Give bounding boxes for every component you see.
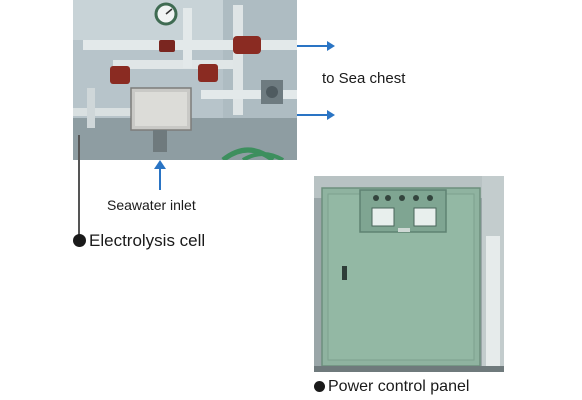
sea-chest-label: to Sea chest: [322, 70, 406, 87]
power-control-panel-label: Power control panel: [314, 378, 469, 396]
bullet-icon: [314, 381, 325, 392]
panel-photo: [314, 176, 504, 372]
seawater-piping-photo: [73, 0, 297, 160]
electrolysis-cell-text: Electrolysis cell: [89, 231, 206, 250]
inlet-arrow: [154, 160, 166, 190]
piping-photo: [73, 0, 297, 160]
cell-leader-line: [78, 135, 80, 237]
outlet-arrows: [297, 41, 335, 120]
electrolysis-cell-label: Electrolysis cell: [73, 231, 205, 251]
seawater-inlet-label: Seawater inlet: [107, 197, 196, 213]
bullet-icon: [73, 234, 86, 247]
power-control-panel-photo: [314, 176, 504, 372]
power-control-panel-text: Power control panel: [328, 378, 470, 395]
